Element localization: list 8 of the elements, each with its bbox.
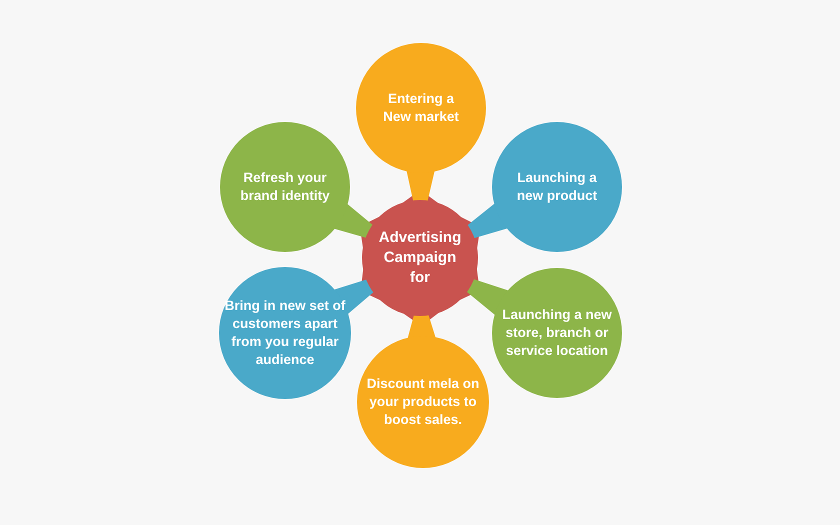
center-title: Advertising Campaign for bbox=[378, 228, 462, 288]
bubble-text: Launching a new store, branch or service location bbox=[501, 306, 613, 360]
bubble-text: Launching a new product bbox=[516, 168, 598, 205]
bubble-text: Bring in new set of customers apart from you regular audience bbox=[224, 296, 346, 370]
bubble-text: Refresh your brand identity bbox=[239, 168, 331, 205]
speech-bubble-tail bbox=[466, 278, 508, 316]
bubble-text: Discount mela on your products to boost sales. bbox=[366, 374, 480, 430]
bubble-text: Entering a New market bbox=[382, 90, 460, 126]
